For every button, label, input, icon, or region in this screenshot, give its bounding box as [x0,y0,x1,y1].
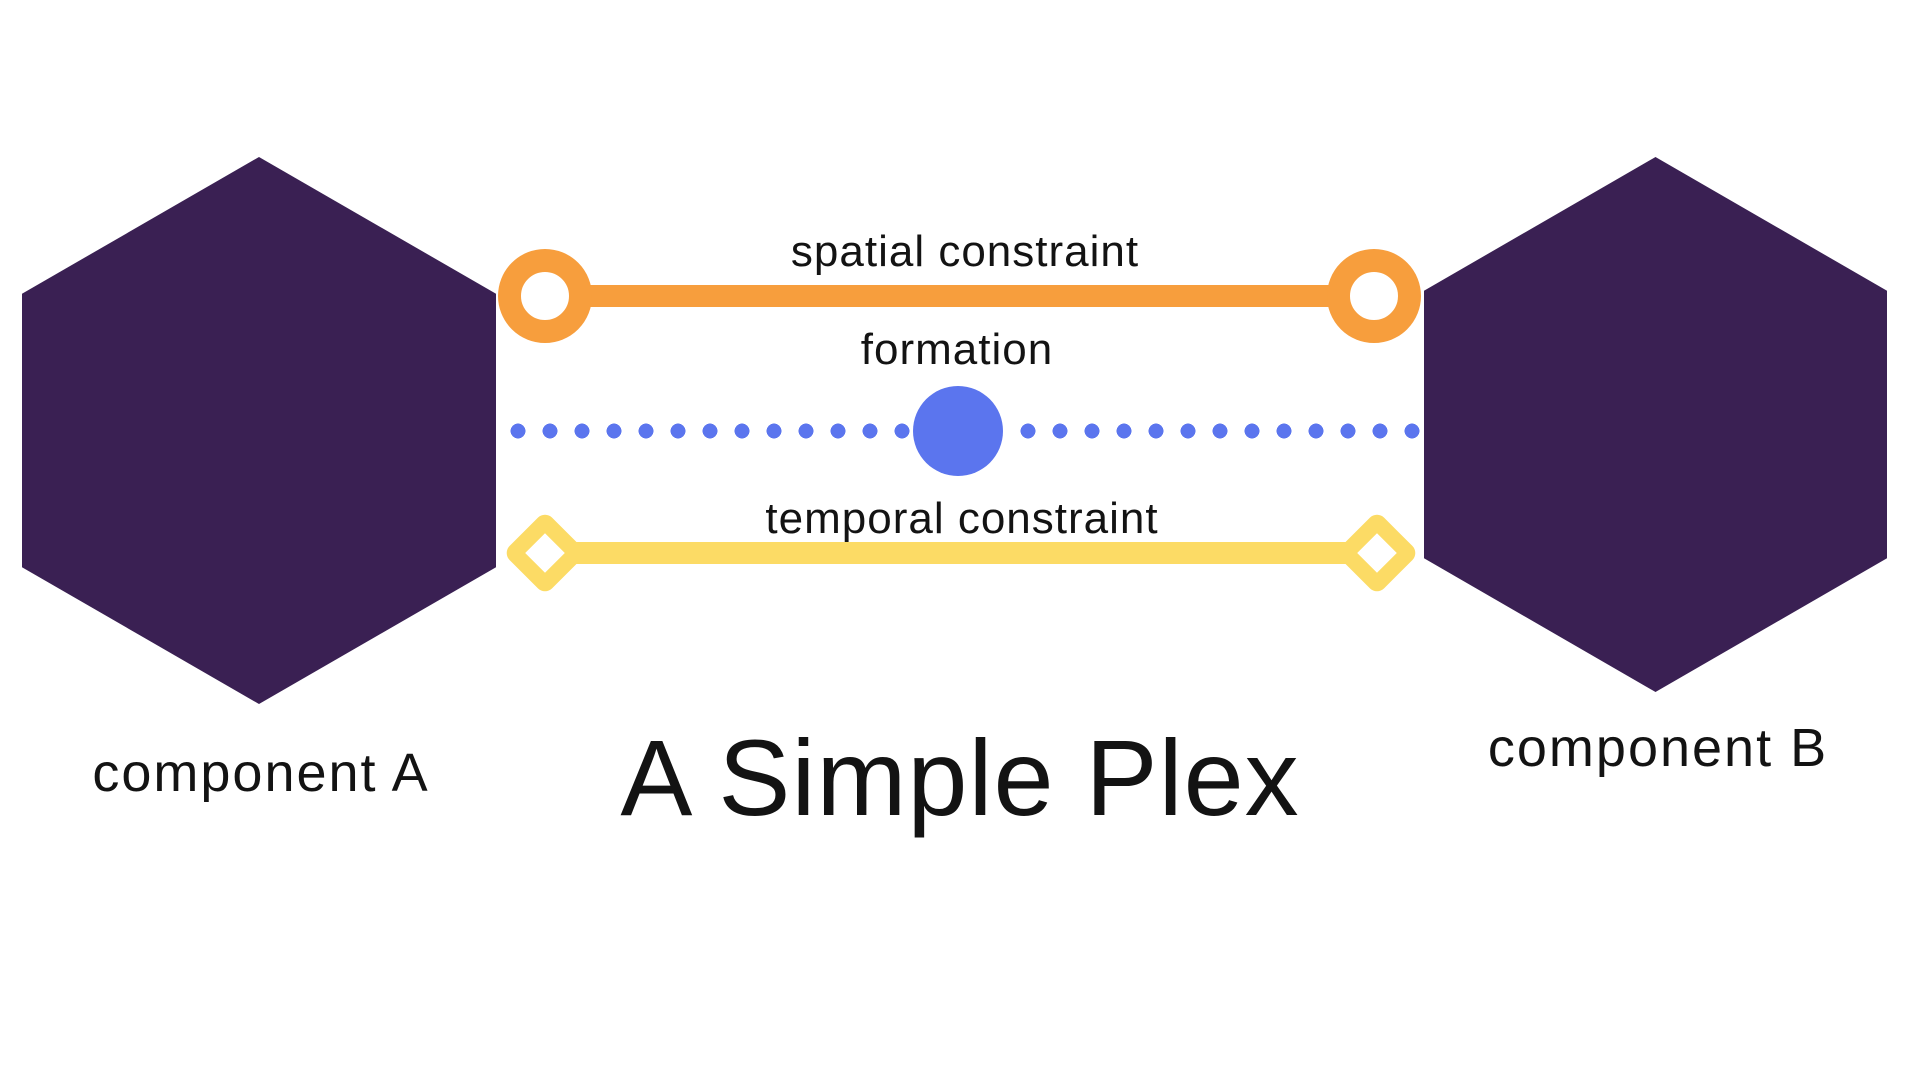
spatial-constraint-label: spatial constraint [790,227,1140,276]
spatial-constraint-line [545,285,1374,307]
component-a-label: component A [92,743,430,803]
formation-dotted-line-right [1012,423,1428,439]
formation-dotted-line-left [502,423,918,439]
formation-midpoint-dot [913,386,1003,476]
component-b-label: component B [1487,718,1829,778]
component-a-hexagon [22,157,496,704]
diagram-title: A Simple Plex [620,717,1300,838]
formation-label: formation [860,325,1054,374]
temporal-diamond-endpoint-left [502,510,588,596]
component-b-hexagon [1424,157,1887,692]
temporal-diamond-endpoint-right [1334,510,1420,596]
temporal-constraint-label: temporal constraint [765,494,1159,543]
spatial-ring-endpoint-right [1327,249,1421,343]
temporal-constraint-line [545,542,1377,564]
spatial-ring-endpoint-left [498,249,592,343]
